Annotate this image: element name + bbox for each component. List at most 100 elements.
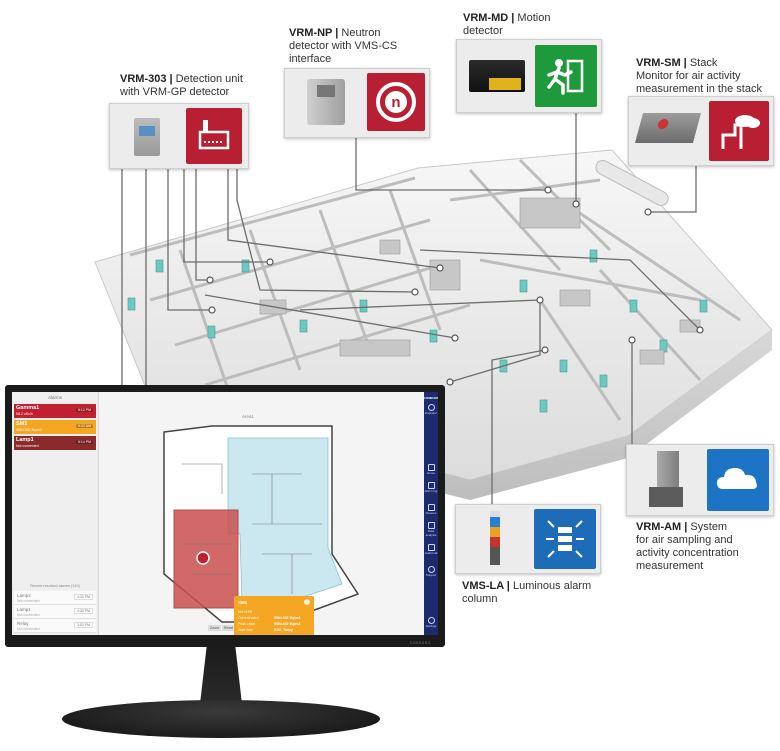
door	[155, 259, 164, 273]
neutron-n-icon: n	[367, 73, 425, 131]
alarm-time: 5:14 PM	[75, 440, 93, 444]
door	[589, 249, 598, 263]
connector-line	[648, 164, 697, 213]
zone-safe[interactable]	[227, 437, 343, 605]
recent-alarm-row[interactable]: Lamp1 Not connected 4:30 PM	[14, 605, 96, 619]
map-zoom-button[interactable]: Zoom	[208, 625, 221, 631]
door	[519, 279, 528, 293]
bell-icon	[427, 482, 435, 489]
recent-alarm-name: Lamp1	[17, 607, 31, 612]
equipment-block	[429, 259, 461, 291]
connector-node	[436, 264, 444, 272]
popup-row: Start time 5:02, Today	[238, 628, 310, 632]
door	[599, 374, 608, 388]
nav-item-label: Audit trail	[424, 551, 438, 555]
active-alarm-row[interactable]: Gamma1 95.2 uSv/h 5:12 PM	[14, 404, 96, 418]
alarms-title: Alarms	[47, 395, 62, 400]
nav-item-alarm-log[interactable]: Alarm log	[424, 482, 438, 493]
vrmmd-code: VRM-MD |	[463, 12, 515, 24]
stack-cloud-icon	[709, 101, 769, 161]
alarm-marker-icon[interactable]	[196, 551, 210, 565]
vrm303-desc-1: Detection unit	[175, 73, 243, 85]
recent-alarm-status: Not connected	[17, 599, 40, 603]
recent-alarm-row[interactable]: Lamp2 Not connected 4:30 PM	[14, 591, 96, 605]
active-alarm-row[interactable]: SM1 9564.632 Bq/m3 5:02 AM	[14, 420, 96, 434]
popup-row-value: 5:02, Today	[274, 628, 293, 632]
support-icon	[427, 566, 435, 573]
vrmnp-code: VRM-NP |	[289, 27, 339, 39]
callout-vrmmd: VRM-MD | Motion detector	[463, 12, 550, 38]
vrmmd-device-photo	[469, 60, 525, 92]
nav-item-devices[interactable]: Devices	[424, 504, 438, 515]
popup-row-label: Peak value	[238, 622, 256, 626]
connector-node	[451, 334, 459, 342]
room-wall	[149, 218, 431, 302]
connector-node	[696, 326, 704, 334]
audit-icon	[427, 544, 435, 551]
popup-close-icon[interactable]	[304, 599, 310, 605]
alarm-light-icon	[534, 509, 596, 569]
vrmsm-code: VRM-SM |	[636, 57, 687, 69]
area-title: Area1	[242, 414, 255, 419]
vrmnp-device-photo	[307, 79, 345, 125]
lab-equipment	[259, 197, 701, 365]
connector-line	[491, 349, 546, 504]
card-vrmnp: n	[284, 68, 430, 138]
room-wall	[318, 209, 372, 351]
nav-item-audit-trail[interactable]: Audit trail	[424, 544, 438, 555]
nav-logo: COMECER	[424, 396, 438, 400]
nav-item-label: Devices	[425, 511, 437, 515]
active-alarm-row[interactable]: Lamp1 Not connected 5:14 PM	[14, 436, 96, 450]
vrmmd-desc-1: Motion	[517, 12, 551, 24]
nav-item-home[interactable]: Home	[424, 464, 438, 475]
monitor-stand-base	[62, 700, 380, 738]
nav-item-label: Data analysis	[425, 529, 437, 537]
nav-item-label: Alarm log	[424, 489, 438, 493]
recent-alarm-row[interactable]: Relay Not connected 3:53 PM	[14, 619, 96, 633]
vrmsm-desc-2: Monitor for air activity	[636, 70, 741, 82]
card-vmsla	[455, 504, 601, 574]
alarm-detail-popup[interactable]: SM1 Not MAR Current value 9564.632 Bq/m3…	[234, 596, 314, 635]
popup-row: Peak value 9864.632 Bq/m3	[238, 622, 310, 626]
nav-item-label: Support	[425, 573, 437, 577]
monitor-screen: Alarms Gamma1 95.2 uSv/h 5:12 PM SM1 956…	[12, 392, 438, 635]
alarm-time: 5:02 AM	[76, 424, 93, 428]
nav-user[interactable]: Engineer	[424, 404, 438, 415]
nav-item-support[interactable]: Support	[424, 566, 438, 577]
room-wall	[388, 189, 442, 331]
vrmsm-device-photo	[634, 113, 702, 143]
vmsla-device-photo	[490, 511, 500, 567]
connector-node	[206, 276, 214, 284]
card-vrmsm	[628, 96, 774, 166]
connector-node	[628, 336, 636, 344]
monitor-brand: SAMSUNG	[409, 641, 431, 645]
room-wall	[538, 299, 622, 421]
vrmam-desc-2: for air sampling and	[636, 534, 733, 546]
vrmam-desc-1: System	[690, 521, 728, 533]
vmsla-desc-2: column	[462, 593, 498, 605]
connector-line	[183, 168, 270, 263]
callout-vmsla: VMS-LA | Luminous alarm column	[462, 580, 591, 606]
vrmam-desc-4: measurement	[636, 560, 704, 572]
recent-alarm-time: 3:53 PM	[73, 622, 93, 628]
card-vrm303	[109, 103, 249, 169]
alarm-name: Lamp1	[16, 437, 34, 443]
connector-node	[544, 186, 552, 194]
nav-item-data-analysis[interactable]: Data analysis	[424, 522, 438, 537]
vrm303-device-photo	[134, 118, 160, 156]
popup-row-value: 9564.632 Bq/m3	[274, 616, 301, 620]
vrmmd-desc-2: detector	[463, 25, 503, 37]
recent-alarm-time: 4:30 PM	[73, 594, 93, 600]
map-reset-button[interactable]: Reset	[222, 625, 236, 631]
monitor: Alarms Gamma1 95.2 uSv/h 5:12 PM SM1 956…	[5, 385, 445, 647]
running-man-exit-icon	[535, 45, 597, 107]
nav-item-settings[interactable]: Settings	[424, 617, 438, 628]
zone-alarm[interactable]	[173, 509, 239, 609]
connector-line	[299, 299, 541, 311]
connector-line	[449, 300, 541, 383]
vmsla-code: VMS-LA |	[462, 580, 510, 592]
vmsla-desc-1: Luminous alarm	[512, 580, 592, 592]
door	[429, 329, 438, 343]
door	[207, 325, 216, 339]
